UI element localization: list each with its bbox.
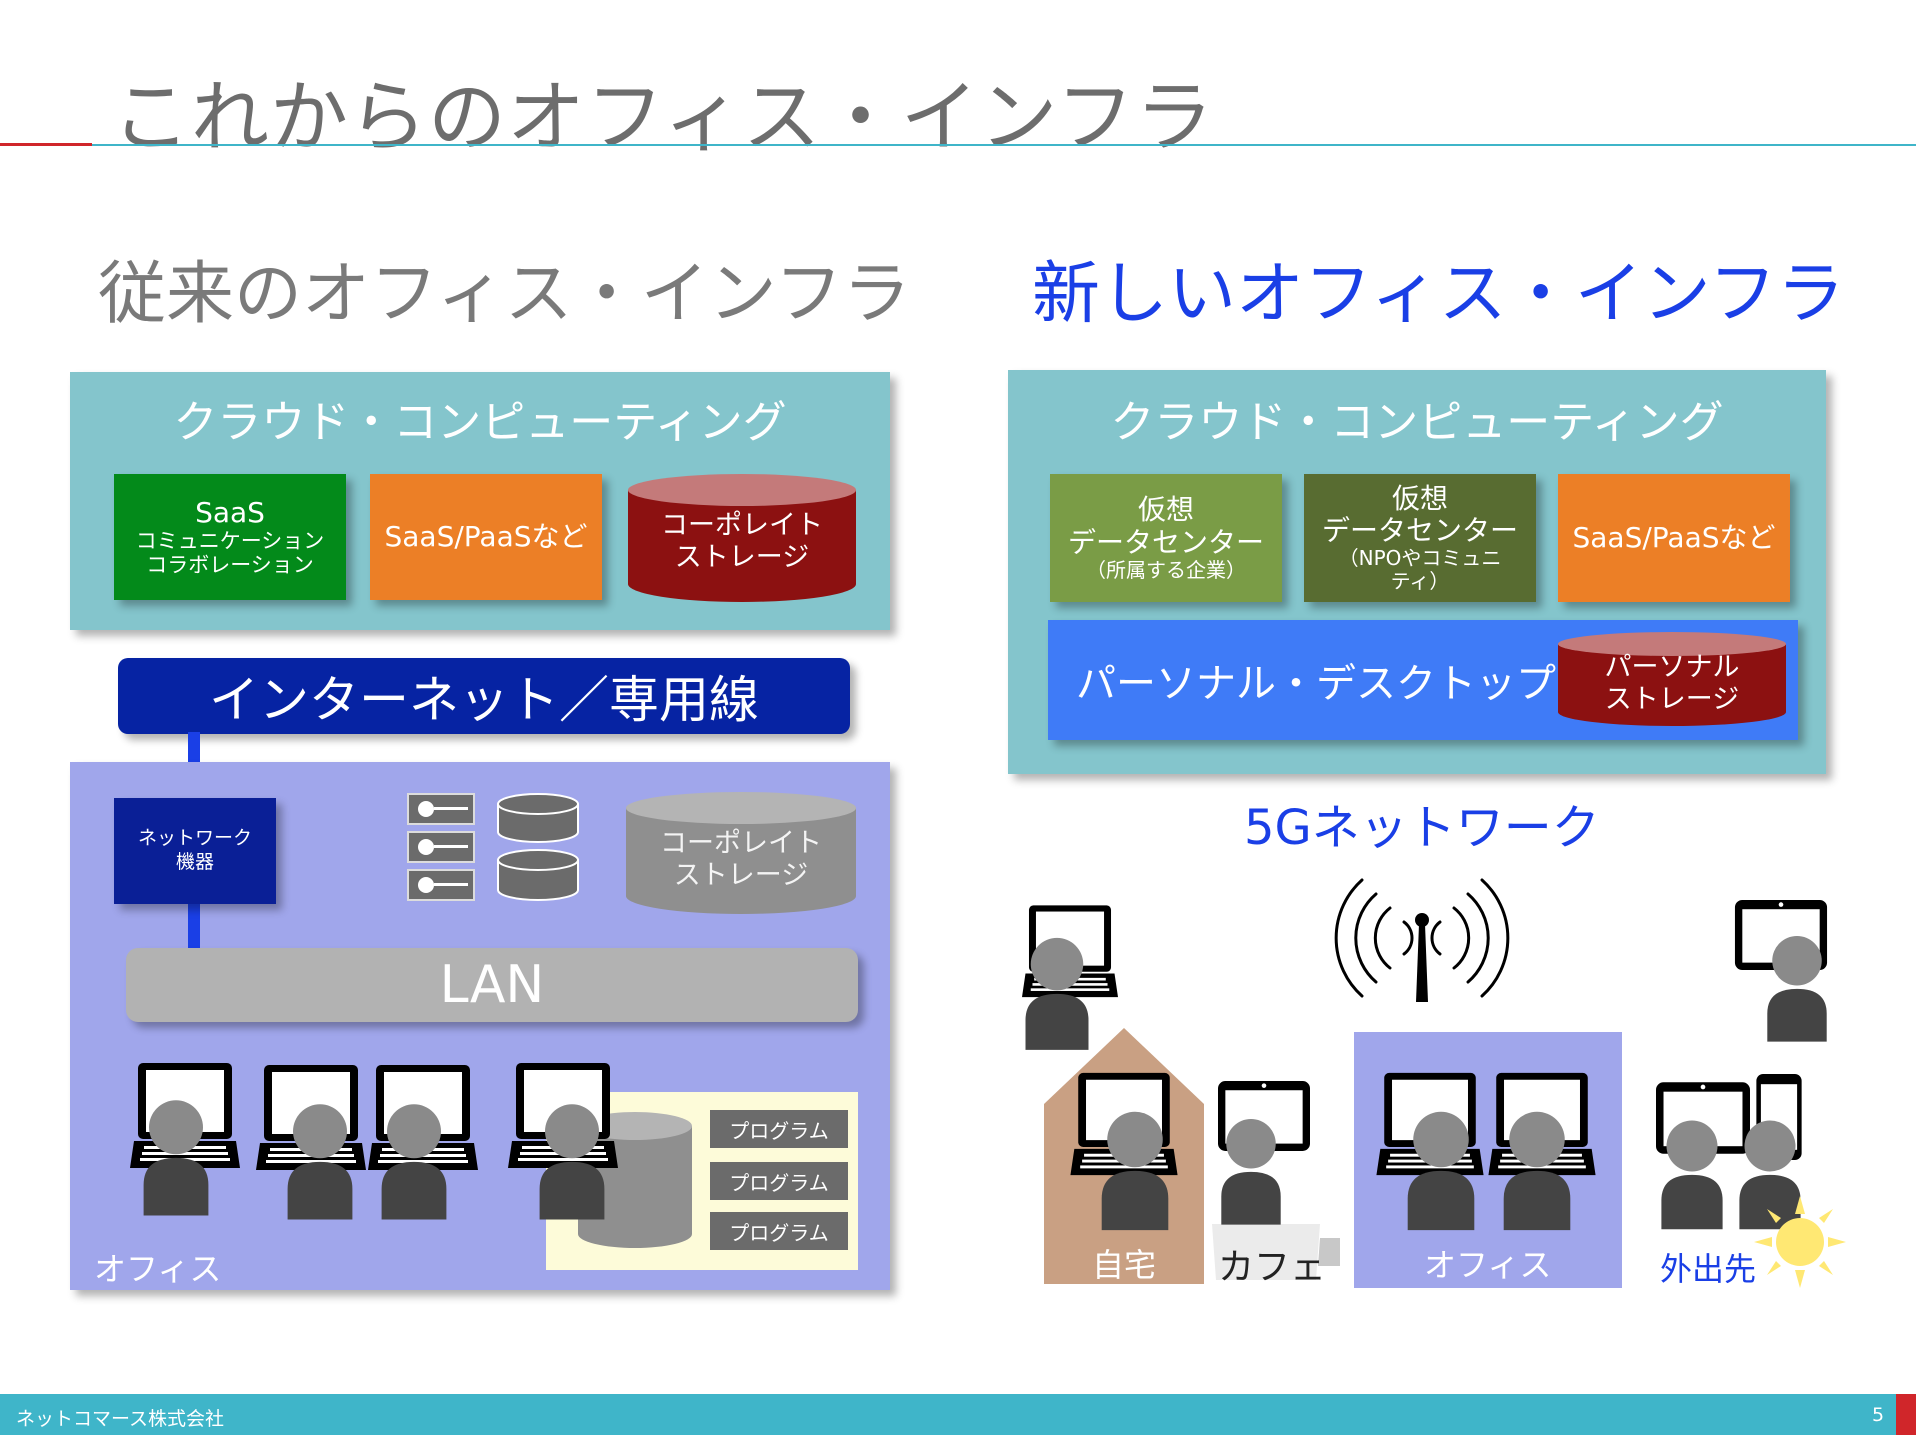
office-corporate-storage: コーポレイト ストレージ [624,790,858,916]
person-icon [1764,928,1830,1048]
left-cloud-panel: クラウド・コンピューティング SaaS コミュニケーション コラボレーション S… [70,372,890,630]
antenna-icon [1334,878,1510,1002]
personal-desktop-label: パーソナル・デスクトップ [1076,661,1556,707]
server-rack-icon [407,793,579,901]
person-icon [284,1102,356,1220]
footer-bar [0,1394,1896,1435]
home-label: 自宅 [1092,1246,1157,1284]
personal-storage-cylinder: パーソナル ストレージ [1556,630,1788,728]
person-icon [1500,1108,1574,1232]
storage-cylinder-icon [626,792,856,914]
right-section-heading: 新しいオフィス・インフラ [1032,255,1845,334]
footer-company: ネットコマース株式会社 [16,1408,225,1430]
personal-desktop-bar: パーソナル・デスクトップ パーソナル ストレージ [1048,620,1798,740]
page-title: これからのオフィス・インフラ [112,73,1215,163]
left-cloud-storage-cylinder: コーポレイト ストレージ [626,472,858,604]
page-number: 5 [1872,1404,1885,1426]
footer-accent [1896,1394,1916,1435]
lan-bar: LAN [126,948,858,1022]
person-icon [1098,1108,1172,1232]
right-saas-paas-tile: SaaS/PaaSなど [1558,474,1790,602]
person-icon [378,1102,450,1220]
person-icon [1022,932,1092,1054]
cafe-label: カフェ [1218,1247,1327,1288]
program-box: プログラム [710,1110,848,1148]
outside-label: 外出先 [1660,1250,1757,1288]
program-box: プログラム [710,1212,848,1250]
cafe-cup-icon [1212,1224,1340,1280]
person-icon [1658,1112,1726,1236]
sun-icon [1754,1196,1846,1288]
saas-communication-tile: SaaS コミュニケーション コラボレーション [114,474,346,600]
5g-network-label: 5Gネットワーク [1244,800,1600,856]
title-underline [92,144,1916,146]
saas-paas-tile: SaaS/PaaSなど [370,474,602,600]
left-cloud-label: クラウド・コンピューティング [173,397,787,448]
storage-cylinder-icon [1558,632,1786,726]
network-device-box: ネットワーク 機器 [114,798,276,904]
title-underline-accent [0,143,92,146]
internet-leased-line-bar: インターネット／専用線 [118,658,850,734]
virtual-datacenter-npo-tile: 仮想 データセンター （NPOやコミュニ ティ） [1304,474,1536,602]
person-icon [140,1098,212,1216]
connector-line-lower [188,902,200,950]
virtual-datacenter-company-tile: 仮想 データセンター （所属する企業） [1050,474,1282,602]
person-icon [1404,1108,1478,1232]
person-icon [1218,1110,1284,1232]
storage-cylinder-icon [628,474,856,602]
left-section-heading: 従来のオフィス・インフラ [98,255,911,334]
person-icon [536,1102,608,1220]
program-box: プログラム [710,1162,848,1200]
left-office-label: オフィス [94,1250,222,1288]
right-cloud-label: クラウド・コンピューティング [1110,397,1724,448]
right-office-label: オフィス [1424,1246,1552,1284]
